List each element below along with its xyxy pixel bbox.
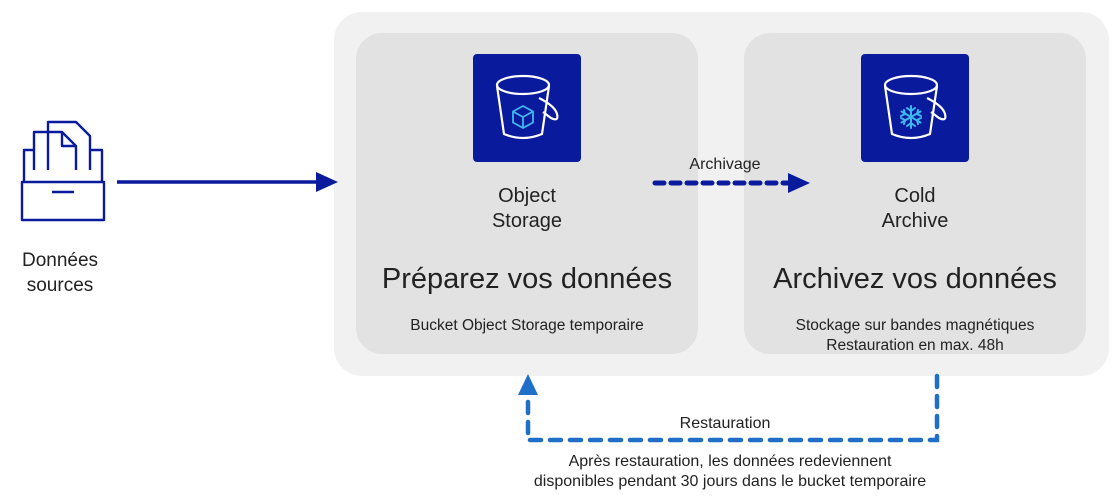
ingest-arrow — [117, 172, 338, 192]
source-label: Données sources — [21, 250, 99, 296]
archive-label: Archivage — [689, 156, 761, 173]
bucket-snowflake-icon — [883, 74, 947, 140]
card-archive: Cold Archive Archivez vos données Stocka… — [744, 33, 1086, 354]
card-description: Bucket Object Storage temporaire — [410, 317, 644, 334]
card-description: Stockage sur bandes magnétiques Restaura… — [795, 317, 1035, 354]
archive-arrow — [652, 173, 810, 193]
file-cabinet-icon — [20, 120, 106, 222]
restore-arrow — [518, 373, 940, 443]
object-storage-tile — [473, 54, 581, 162]
bucket-cube-icon — [495, 74, 559, 140]
cold-archive-tile — [861, 54, 969, 162]
service-name: Cold Archive — [881, 185, 949, 232]
card-title: Préparez vos données — [381, 263, 673, 295]
card-title: Archivez vos données — [773, 263, 1057, 295]
service-name: Object Storage — [491, 185, 563, 232]
restore-note: Après restauration, les données redevien… — [533, 453, 927, 490]
card-prepare: Object Storage Préparez vos données Buck… — [356, 33, 698, 354]
restore-label: Restauration — [679, 415, 771, 432]
